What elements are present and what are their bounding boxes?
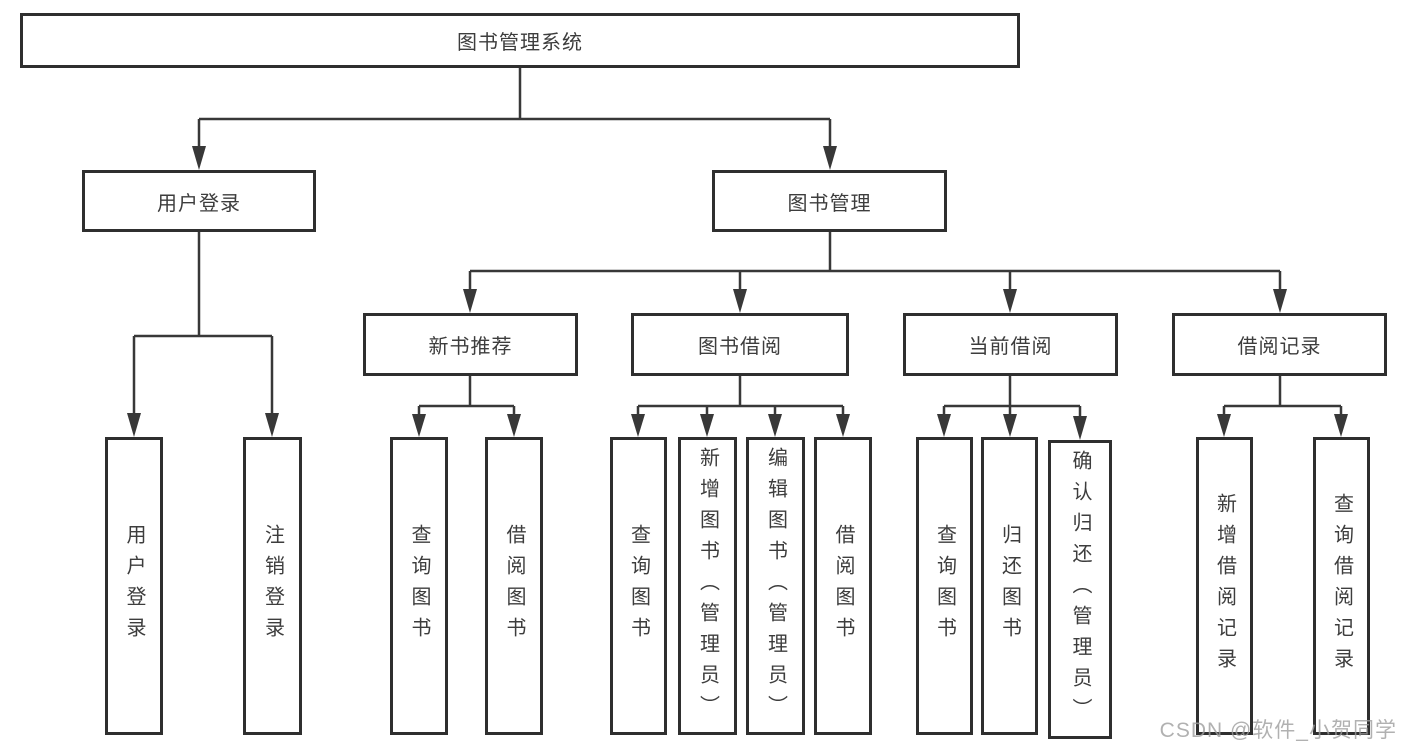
- node-root: 图书管理系统: [20, 13, 1020, 68]
- node-leaf-add-borrow-record-label: 新增借阅记录: [1213, 493, 1236, 679]
- node-leaf-query-borrow-record-label: 查询借阅记录: [1330, 493, 1353, 679]
- node-current-borrow-label: 当前借阅: [968, 336, 1053, 358]
- node-leaf-return-books: 归还图书: [981, 437, 1038, 735]
- node-leaf-current-query-books: 查询图书: [916, 437, 973, 735]
- connector-new-book-branch: [412, 376, 521, 437]
- node-leaf-edit-books-admin-label: 编辑图书（管理员）: [764, 446, 787, 726]
- node-user-login-label: 用户登录: [157, 192, 241, 215]
- node-user-login: 用户登录: [82, 170, 316, 232]
- connector-book-mgmt-to-level3: [463, 232, 1287, 313]
- node-new-book-recommend-label: 新书推荐: [428, 336, 513, 358]
- node-leaf-newbook-query-books-label: 查询图书: [408, 524, 430, 648]
- node-book-management: 图书管理: [712, 170, 947, 232]
- node-leaf-borrow-query-books-label: 查询图书: [627, 524, 650, 648]
- node-leaf-return-books-label: 归还图书: [998, 524, 1021, 648]
- node-new-book-recommend: 新书推荐: [363, 313, 578, 376]
- node-leaf-add-books-admin-label: 新增图书（管理员）: [696, 446, 719, 726]
- node-leaf-add-books-admin: 新增图书（管理员）: [678, 437, 737, 735]
- node-book-borrow-label: 图书借阅: [698, 336, 782, 358]
- connector-current-borrow-branch: [937, 376, 1087, 440]
- node-leaf-newbook-borrow-books-label: 借阅图书: [503, 524, 525, 648]
- node-leaf-current-query-books-label: 查询图书: [933, 524, 956, 648]
- connector-book-borrow-branch: [631, 376, 850, 437]
- node-leaf-user-login-label: 用户登录: [123, 524, 145, 648]
- node-leaf-edit-books-admin: 编辑图书（管理员）: [746, 437, 805, 735]
- node-book-management-label: 图书管理: [787, 192, 872, 215]
- connector-user-login-branch: [127, 232, 279, 437]
- node-leaf-newbook-borrow-books: 借阅图书: [485, 437, 543, 735]
- node-leaf-user-login: 用户登录: [105, 437, 163, 735]
- node-leaf-query-borrow-record: 查询借阅记录: [1313, 437, 1370, 735]
- node-leaf-borrow-books-label: 借阅图书: [832, 524, 854, 648]
- node-current-borrow: 当前借阅: [903, 313, 1118, 376]
- node-leaf-newbook-query-books: 查询图书: [390, 437, 448, 735]
- node-leaf-borrow-books: 借阅图书: [814, 437, 872, 735]
- node-leaf-add-borrow-record: 新增借阅记录: [1196, 437, 1253, 735]
- connector-root-to-level2: [192, 68, 837, 170]
- connector-borrow-record-branch: [1217, 376, 1348, 437]
- node-borrow-record: 借阅记录: [1172, 313, 1387, 376]
- node-leaf-logout-label: 注销登录: [261, 524, 284, 648]
- node-leaf-confirm-return-admin-label: 确认归还（管理员）: [1069, 450, 1091, 729]
- node-book-borrow: 图书借阅: [631, 313, 849, 376]
- node-borrow-record-label: 借阅记录: [1237, 336, 1322, 358]
- node-root-label: 图书管理系统: [457, 32, 583, 54]
- node-leaf-confirm-return-admin: 确认归还（管理员）: [1048, 440, 1112, 739]
- node-leaf-logout: 注销登录: [243, 437, 302, 735]
- node-leaf-borrow-query-books: 查询图书: [610, 437, 667, 735]
